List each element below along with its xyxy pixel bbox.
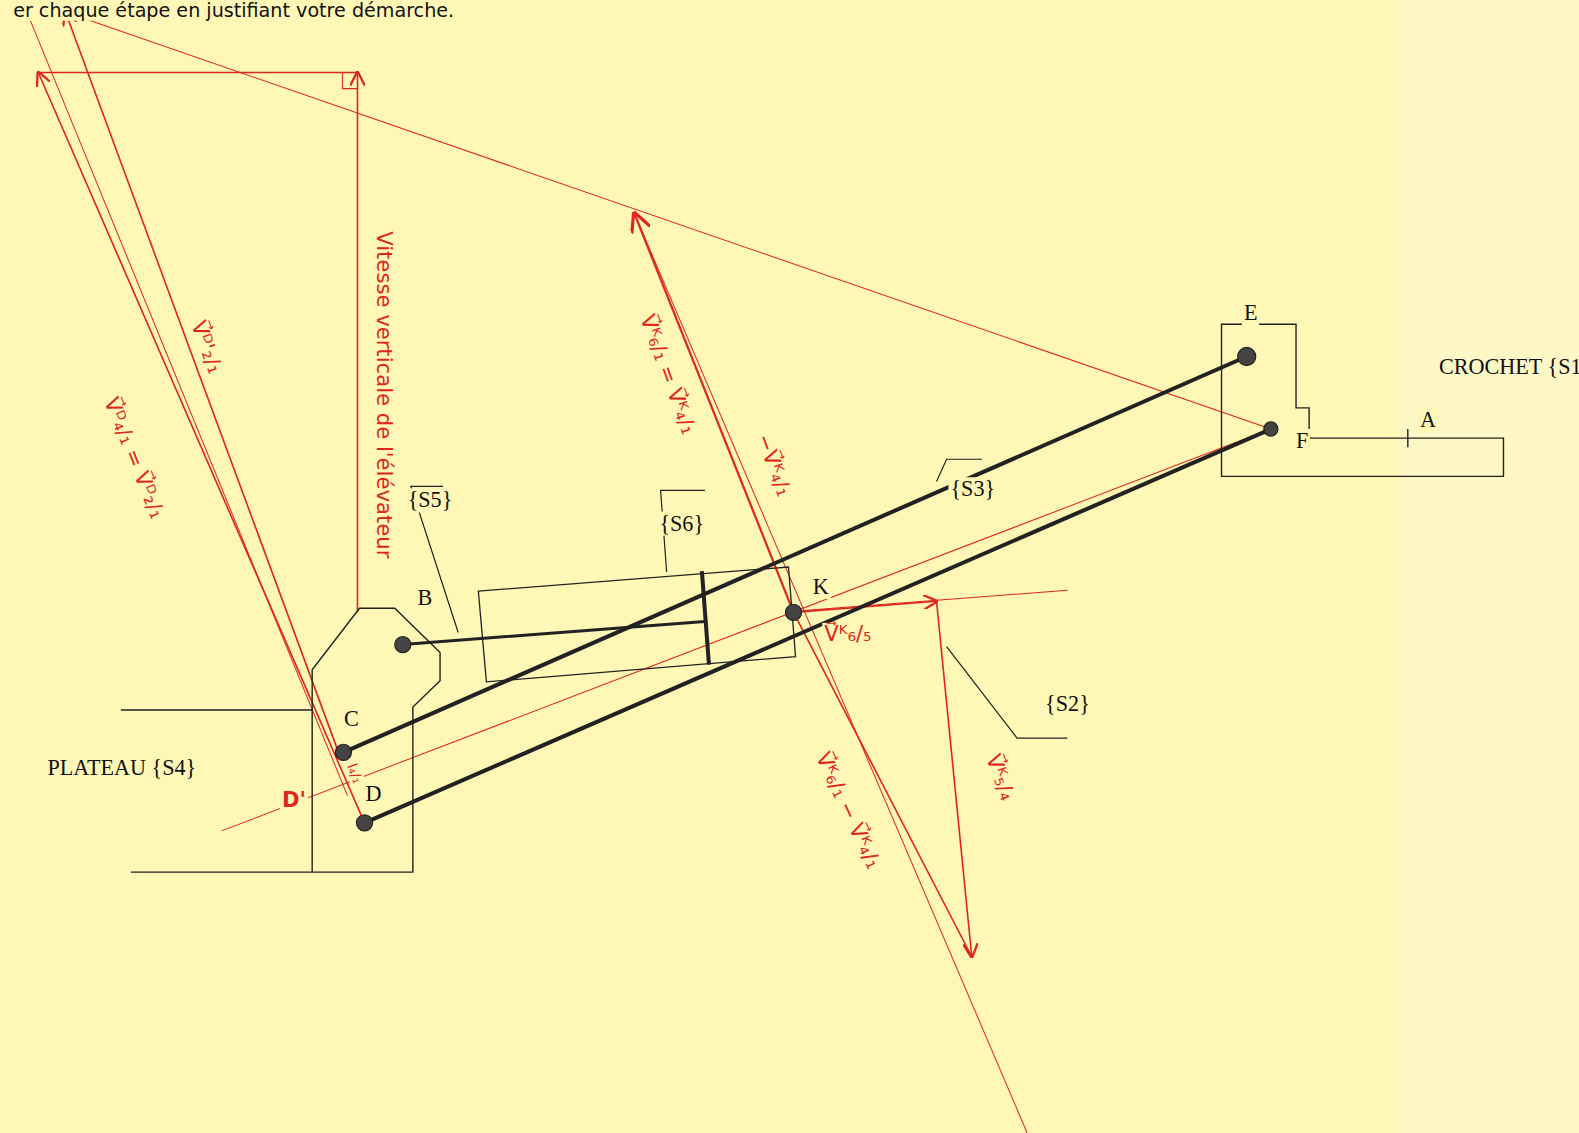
velocity-annotation: V⃗ᴷ₆/₁ − V⃗ᴷ₄/₁ xyxy=(810,747,886,874)
part-label: A xyxy=(1418,408,1438,432)
part-label: C xyxy=(342,707,361,731)
velocity-annotation: −V⃗ᴷ₄/₁ xyxy=(751,429,796,502)
part-label: D xyxy=(364,781,384,805)
part-label: B xyxy=(416,586,435,610)
part-name: PLATEAU {S4} xyxy=(45,756,198,780)
velocity-annotation: D' xyxy=(280,789,308,812)
part-outline xyxy=(10,604,443,876)
part-label: F xyxy=(1294,429,1310,453)
velocity-annotation: V⃗ᴷ₅/₄ xyxy=(980,749,1019,805)
velocity-annotation: Vitesse verticale de l'élévateur xyxy=(372,229,395,560)
velocity-annotation: V⃗ᴰ'₂/₁ xyxy=(185,316,227,379)
hook-part: CROCHET {S1} xyxy=(1213,320,1579,481)
part-label: E xyxy=(1242,301,1260,325)
instruction-text: er chaque étape en justifiant votre déma… xyxy=(11,0,456,21)
part-label: {S6} xyxy=(657,512,706,536)
part-label: {S5} xyxy=(406,488,455,512)
part-label: {S2} xyxy=(1043,692,1092,716)
part-name: CROCHET {S1} xyxy=(1437,354,1579,378)
part-outline xyxy=(1213,320,1579,481)
velocity-annotation: V⃗ᴷ₆/₅ xyxy=(822,623,873,646)
part-label: K xyxy=(811,575,831,599)
velocity-annotation: V⃗ᴷ₆/₁ = V⃗ᴷ₄/₁ xyxy=(635,310,701,440)
plateau-part: PLATEAU {S4} xyxy=(10,604,443,876)
velocity-annotation: V⃗ᴰ₄/₁ = V⃗ᴰ₂/₁ xyxy=(98,392,169,524)
part-label: {S3} xyxy=(948,477,997,501)
